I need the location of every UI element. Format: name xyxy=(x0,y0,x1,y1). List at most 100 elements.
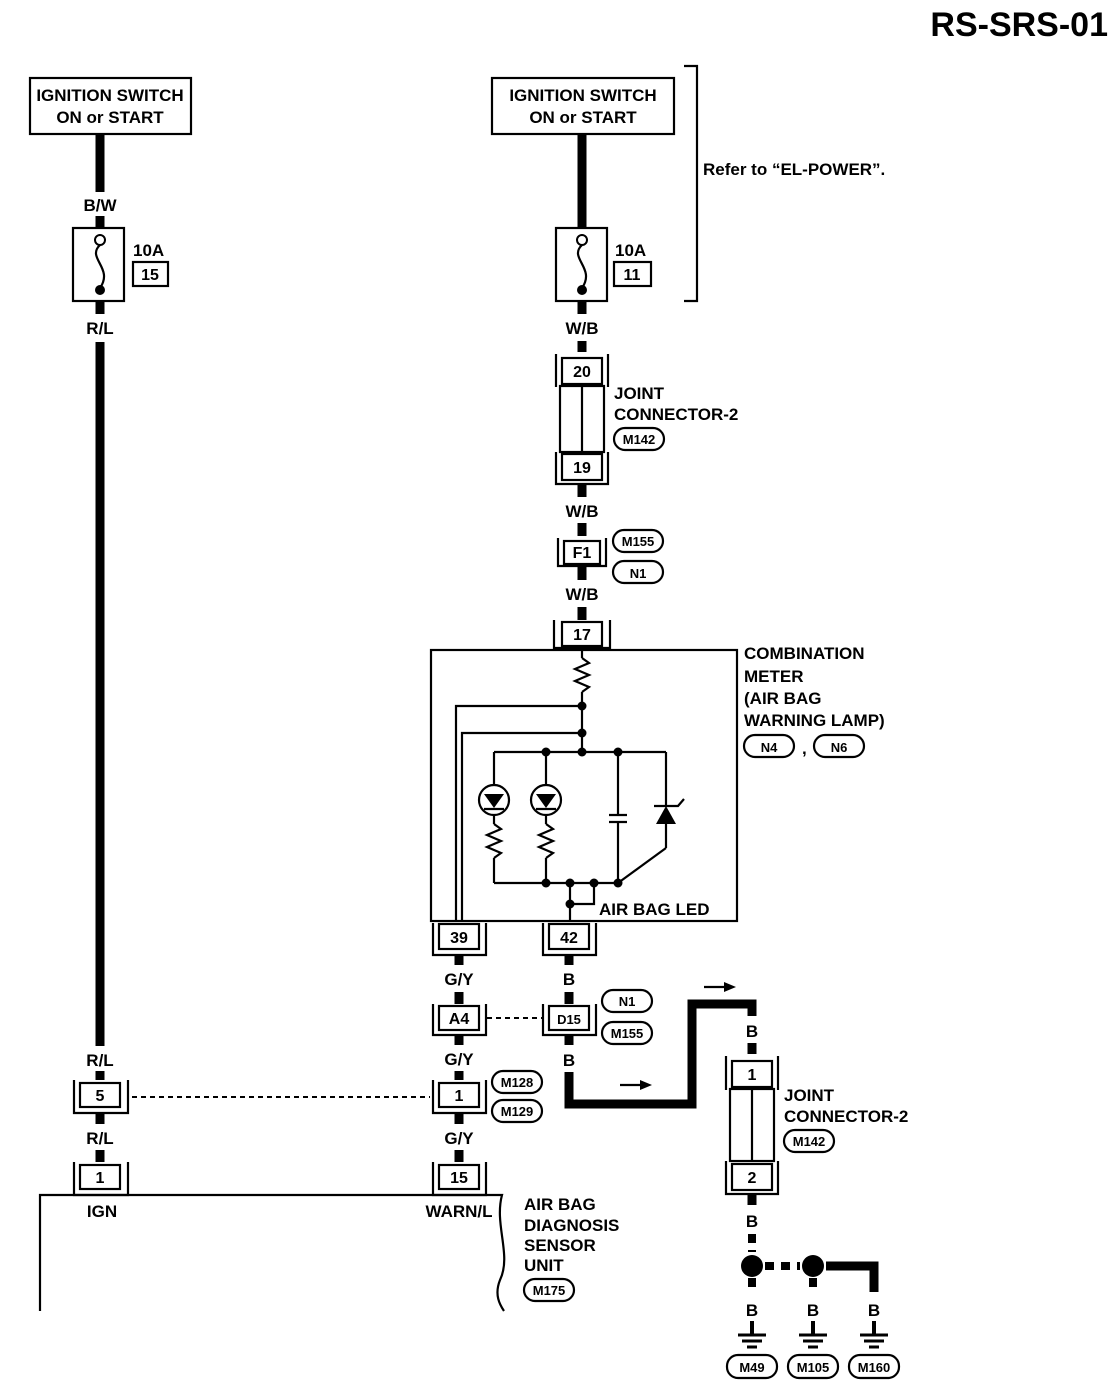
fuse-left-element xyxy=(94,244,106,289)
arrow-right-2 xyxy=(704,982,736,992)
wire-color-b-6: B xyxy=(807,1301,819,1320)
unit-pin-warn-label: WARN/L xyxy=(425,1202,492,1221)
fuse-right: 10A 11 xyxy=(554,226,653,303)
ground-splice-1 xyxy=(741,1255,763,1277)
connector-1-ref1-oval xyxy=(490,1069,544,1095)
power-left-line2: ON or START xyxy=(56,108,164,127)
unit-name-line1: AIR BAG xyxy=(524,1195,596,1214)
ground-ref-3: M160 xyxy=(858,1360,891,1375)
jct-top-ref-oval xyxy=(612,426,666,452)
ground-symbol-2 xyxy=(799,1321,827,1349)
fuse-left-rating: 10A xyxy=(133,241,164,260)
jct-bot-pin-1: 1 xyxy=(748,1067,757,1084)
meter-pin-42: 42 xyxy=(560,930,578,947)
unit-name-line2: DIAGNOSIS xyxy=(524,1216,619,1235)
unit-outline xyxy=(38,1193,506,1312)
meter-junction-10 xyxy=(565,899,575,909)
meter-pin-39: 39 xyxy=(450,930,468,947)
meter-ref1-oval xyxy=(742,733,796,759)
jct-top-name-line1: JOINT xyxy=(614,384,665,403)
ground-ref-2: M105 xyxy=(797,1360,830,1375)
jct-bot-ref-oval xyxy=(782,1128,836,1154)
connector-f1-pin: F1 xyxy=(573,545,592,562)
unit-pin-15: 15 xyxy=(450,1170,468,1187)
connector-d15-ref1-oval xyxy=(600,988,654,1014)
unit-ref-oval xyxy=(522,1277,576,1303)
jct-top-pin-19: 19 xyxy=(573,460,591,477)
ground-symbol-1 xyxy=(738,1321,766,1349)
fuse-right-terminal-bottom xyxy=(577,285,587,295)
unit-pin-1: 1 xyxy=(96,1170,105,1187)
connector-a4-pin: A4 xyxy=(449,1011,470,1028)
jct-bot-pin-box-top xyxy=(730,1059,774,1089)
zener-bar xyxy=(654,798,685,808)
connector-1-pin: 1 xyxy=(455,1088,464,1105)
fuse-left-number-box xyxy=(131,260,170,288)
page-title: RS-SRS-01 xyxy=(930,6,1108,44)
jct-bot-ref: M142 xyxy=(793,1134,826,1149)
connector-f1-pin-box xyxy=(562,539,602,566)
power-box-right xyxy=(490,76,676,136)
power-left-line1: IGNITION SWITCH xyxy=(36,86,183,105)
jct-top-name-line2: CONNECTOR-2 xyxy=(614,405,738,424)
ground-ref-2-oval xyxy=(786,1353,840,1380)
connector-d15: D15 N1 M155 xyxy=(541,988,654,1046)
connector-f1-ref1: M155 xyxy=(622,534,655,549)
connector-1-ref1: M128 xyxy=(501,1075,534,1090)
joint-connector-top: 20 19 JOINT CONNECTOR-2 M142 xyxy=(554,354,738,486)
jct-top-pin-box-bottom xyxy=(560,452,604,482)
led1-resistor xyxy=(484,823,504,859)
connector-d15-pin: D15 xyxy=(557,1012,581,1027)
fuse-right-number: 11 xyxy=(624,267,641,284)
connector-1-ref2-oval xyxy=(490,1098,544,1124)
fuse-right-element xyxy=(576,244,588,289)
wire-color-rl-3: R/L xyxy=(86,1129,113,1148)
wire-color-b-1: B xyxy=(563,970,575,989)
refer-note: Refer to “EL-POWER”. xyxy=(703,160,885,179)
unit-pin15-box xyxy=(437,1163,481,1191)
fuse-left-terminal-bottom xyxy=(95,285,105,295)
wire-color-wb-3: W/B xyxy=(565,585,598,604)
connector-f1-ref2: N1 xyxy=(630,566,647,581)
wire-b-route xyxy=(564,999,757,1109)
power-right-line1: IGNITION SWITCH xyxy=(509,86,656,105)
connector-f1: F1 M155 N1 xyxy=(556,528,665,585)
meter-wire-to-39 xyxy=(454,704,582,921)
fuse-right-terminal-top xyxy=(576,234,588,246)
connector-d15-ref2: M155 xyxy=(611,1026,644,1041)
wire-color-b-4: B xyxy=(746,1212,758,1231)
meter-junction-6 xyxy=(541,878,551,888)
jct-bot-name-line2: CONNECTOR-2 xyxy=(784,1107,908,1126)
unit-pin1-box xyxy=(78,1163,122,1191)
power-right-line2: ON or START xyxy=(529,108,637,127)
connector-1: 1 M128 M129 xyxy=(431,1069,544,1124)
meter-pin17-box xyxy=(560,620,604,648)
wire-color-wb-2: W/B xyxy=(565,502,598,521)
diagnosis-sensor-unit: 1 15 IGN WARN/L AIR BAG DIAGNOSIS SENSOR… xyxy=(38,1162,619,1312)
meter-pin39-box xyxy=(437,922,481,951)
fuse-left: 10A 15 xyxy=(71,226,170,303)
wire-color-gy-3: G/Y xyxy=(444,1129,474,1148)
meter-pin17-shell xyxy=(552,620,612,650)
connector-5-pin: 5 xyxy=(96,1088,105,1105)
wire-color-b-3: B xyxy=(746,1022,758,1041)
meter-outline xyxy=(429,648,739,923)
wire-color-bw: B/W xyxy=(83,196,117,215)
ground-ref-1: M49 xyxy=(739,1360,764,1375)
meter-ref2-oval xyxy=(812,733,866,759)
zener-wire-diag xyxy=(617,847,667,884)
wire-color-gy-2: G/Y xyxy=(444,1050,474,1069)
led2-triangle xyxy=(536,794,556,808)
meter-name-line4: WARNING LAMP) xyxy=(744,711,885,730)
fuse-left-number: 15 xyxy=(141,267,159,284)
wire-color-gy-1: G/Y xyxy=(444,970,474,989)
jct-top-pin-box-top xyxy=(560,356,604,386)
connector-d15-ref2-oval xyxy=(600,1020,654,1046)
jct-bot-name-line1: JOINT xyxy=(784,1086,835,1105)
meter-led-label: AIR BAG LED xyxy=(599,900,710,919)
combination-meter: 17 xyxy=(429,620,885,957)
meter-junction-9 xyxy=(613,878,623,888)
wire-color-b-7: B xyxy=(868,1301,880,1320)
unit-pin-ign-label: IGN xyxy=(87,1202,117,1221)
meter-wire-to-39-b xyxy=(460,731,582,921)
